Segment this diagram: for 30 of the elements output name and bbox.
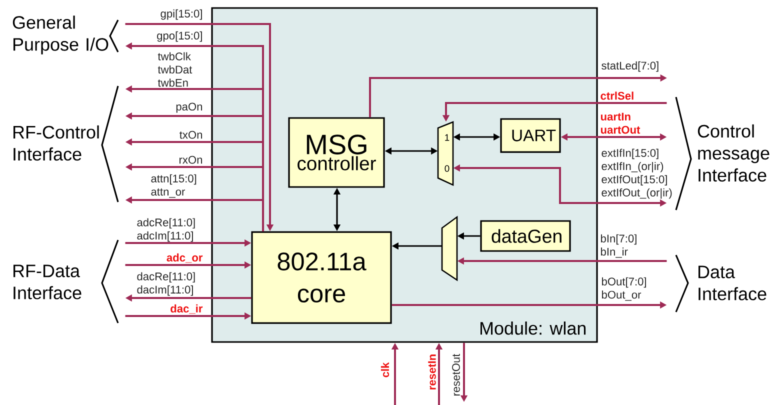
interface-label: General Purpose I/O: [12, 16, 108, 54]
signal-label: gpi[15:0]: [160, 9, 202, 20]
signal-label: paOn: [176, 102, 202, 113]
interface-label: Control message Interface: [698, 124, 770, 182]
signal-label: bOut[7:0] bOut_or: [602, 277, 646, 301]
block-box: dataGen: [480, 220, 571, 252]
signal-label: txOn: [180, 130, 202, 139]
multiplexer: 1 0: [437, 121, 454, 186]
signal-label: rxOn: [180, 156, 202, 164]
signal-label: dac_ir: [170, 304, 203, 314]
signal-label: adc_or: [166, 253, 203, 263]
signal-label: ctrlSel: [600, 92, 634, 100]
block-box: 802.11a core: [251, 231, 392, 324]
interface-label: RF-Data Interface: [13, 264, 82, 300]
interface-label: Data Interface: [698, 266, 766, 300]
block-box: MSG controller: [288, 117, 385, 188]
signal-label: resetIn: [428, 354, 436, 390]
signal-label: extIfIn[15:0] extIfIn_(or|ir) extIfOut[15:0] extIfOut_(or|ir): [602, 148, 672, 199]
signal-label: dacRe[11:0] dacIm[11:0]: [137, 272, 195, 296]
interface-label: RF-Control Interface: [13, 125, 99, 161]
signal-label: attn[15:0] attn_or: [151, 174, 196, 198]
signal-label: statLed[7:0]: [602, 61, 658, 72]
signal-label: bIn[7:0] bIn_ir: [600, 234, 636, 258]
signal-label: twbClk twbDat twbEn: [158, 52, 192, 87]
signal-label: resetOut: [452, 354, 460, 396]
signal-label: uartIn uartOut: [600, 112, 640, 134]
block-box: UART: [500, 118, 561, 153]
signal-label: adcRe[11:0] adcIm[11:0]: [137, 218, 195, 242]
signal-label: gpo[15:0]: [157, 31, 202, 42]
signal-label: clk: [380, 362, 390, 378]
